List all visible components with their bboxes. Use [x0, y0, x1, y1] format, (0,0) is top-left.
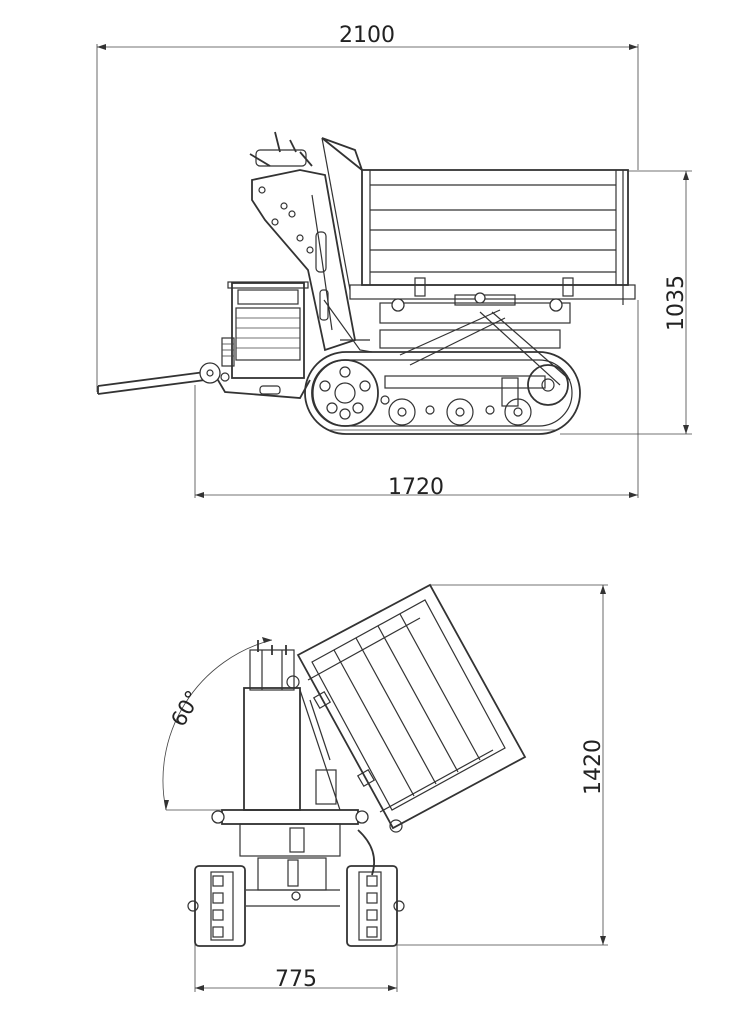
dimension-tip-angle: 60°: [162, 637, 273, 811]
dimension-height: 1035: [560, 170, 692, 435]
side-view: 2100 1720 1035: [96, 23, 692, 500]
dimension-overall-length: 2100: [96, 23, 639, 392]
right-track-front: [346, 865, 405, 947]
crawler-track: [304, 351, 581, 435]
track-width-label: 775: [275, 967, 317, 992]
left-track-front: [187, 865, 246, 947]
front-mast: [243, 640, 341, 811]
operator-mast: [249, 131, 373, 353]
base-and-towbar: [97, 362, 311, 399]
dimension-track-length: 1720: [194, 300, 639, 500]
front-chassis: [211, 809, 376, 907]
engine: [221, 281, 309, 379]
tipped-height-label: 1420: [581, 739, 606, 795]
front-view: 60° 1420 775: [162, 583, 608, 992]
tip-angle-label: 60°: [166, 686, 205, 730]
dump-bed: [321, 137, 636, 305]
dimension-track-width: 775: [194, 935, 398, 992]
height-label: 1035: [664, 275, 689, 331]
track-length-label: 1720: [388, 475, 444, 500]
dimension-tipped-height: 1420: [395, 584, 608, 946]
overall-length-label: 2100: [339, 23, 395, 48]
chassis-frame: [379, 292, 571, 386]
tipped-bed: [286, 583, 527, 833]
